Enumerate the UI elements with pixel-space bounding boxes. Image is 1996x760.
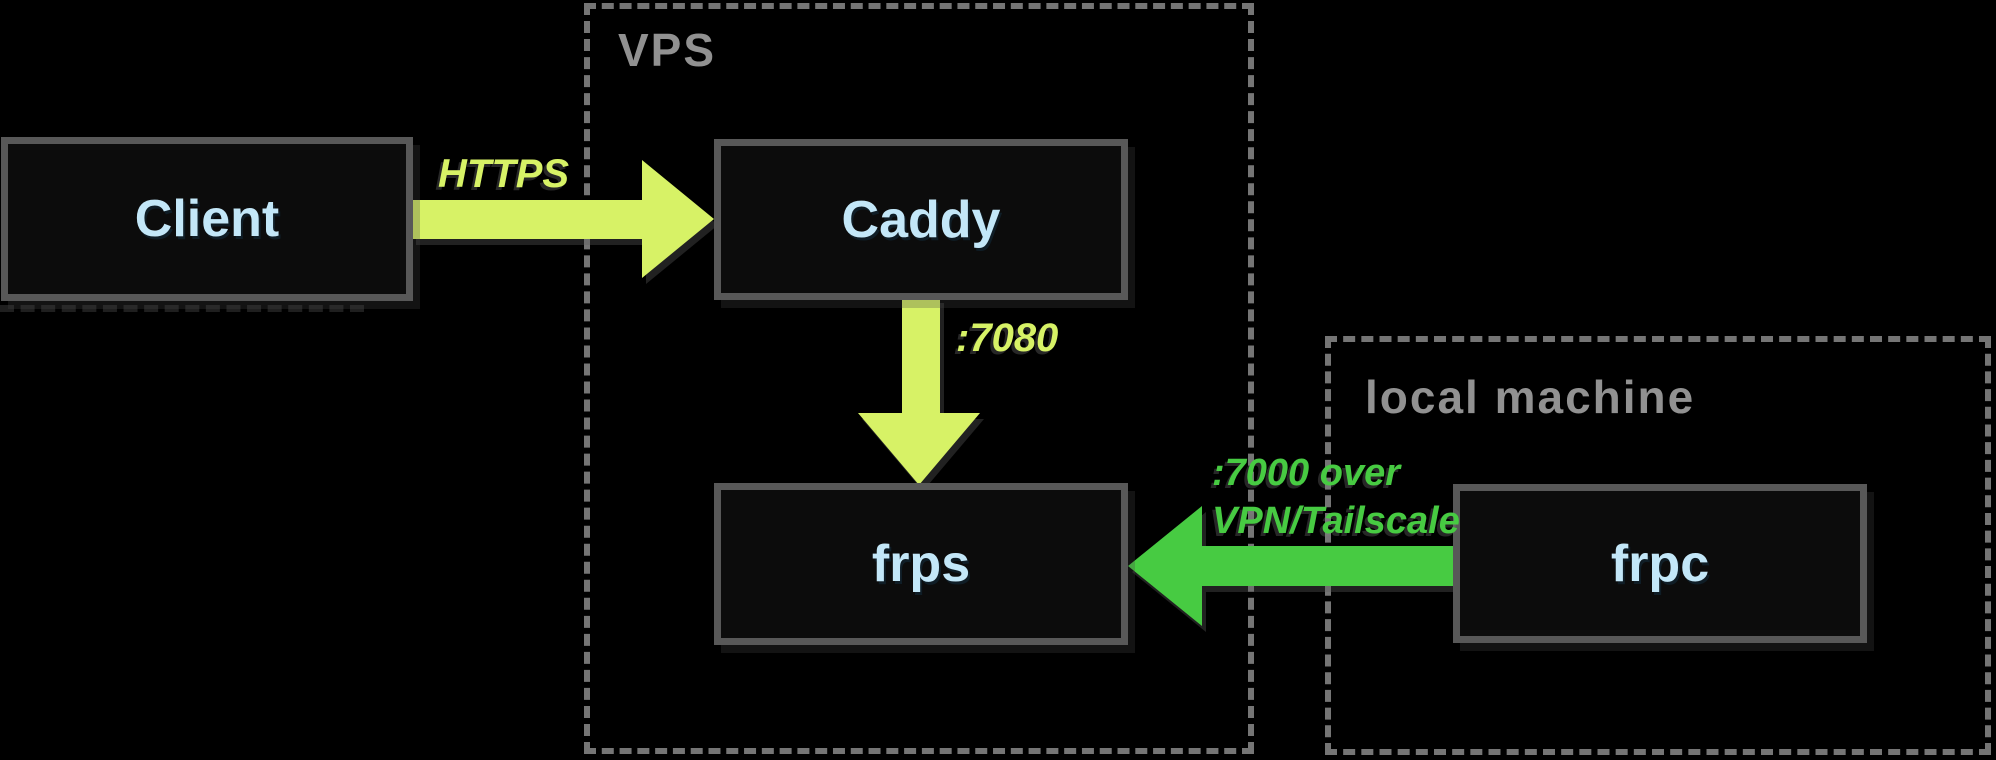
frps-node: frps: [714, 483, 1128, 645]
port-7000-arrow-shaft: [1200, 546, 1455, 586]
port-7000-arrow-label: :7000 over VPN/Tailscale: [1212, 449, 1460, 545]
frps-label: frps: [871, 535, 971, 593]
port-7080-arrow-label: :7080: [956, 316, 1059, 360]
port-7000-arrow-label-line1: :7000 over: [1212, 452, 1401, 494]
frpc-node: frpc: [1453, 484, 1867, 643]
port-7000-arrow-head: [1128, 506, 1202, 626]
vps-container: VPS: [584, 3, 1254, 754]
client-shadow-line: [0, 305, 364, 312]
client-label: Client: [134, 190, 280, 248]
vps-label: VPS: [618, 24, 717, 76]
caddy-node: Caddy: [714, 139, 1128, 300]
port-7000-arrow-label-line2: VPN/Tailscale: [1212, 500, 1460, 542]
https-arrow-shaft: [412, 200, 644, 239]
local-machine-label: local machine: [1365, 371, 1696, 423]
port-7080-arrow-head: [858, 413, 980, 485]
local-machine-container: local machine: [1325, 336, 1991, 755]
client-node: Client: [1, 137, 413, 301]
https-arrow-label: HTTPS: [438, 152, 570, 196]
port-7080-arrow-shaft: [902, 297, 940, 415]
https-arrow-head: [642, 160, 714, 278]
caddy-label: Caddy: [841, 190, 1001, 249]
frpc-label: frpc: [1610, 534, 1710, 593]
